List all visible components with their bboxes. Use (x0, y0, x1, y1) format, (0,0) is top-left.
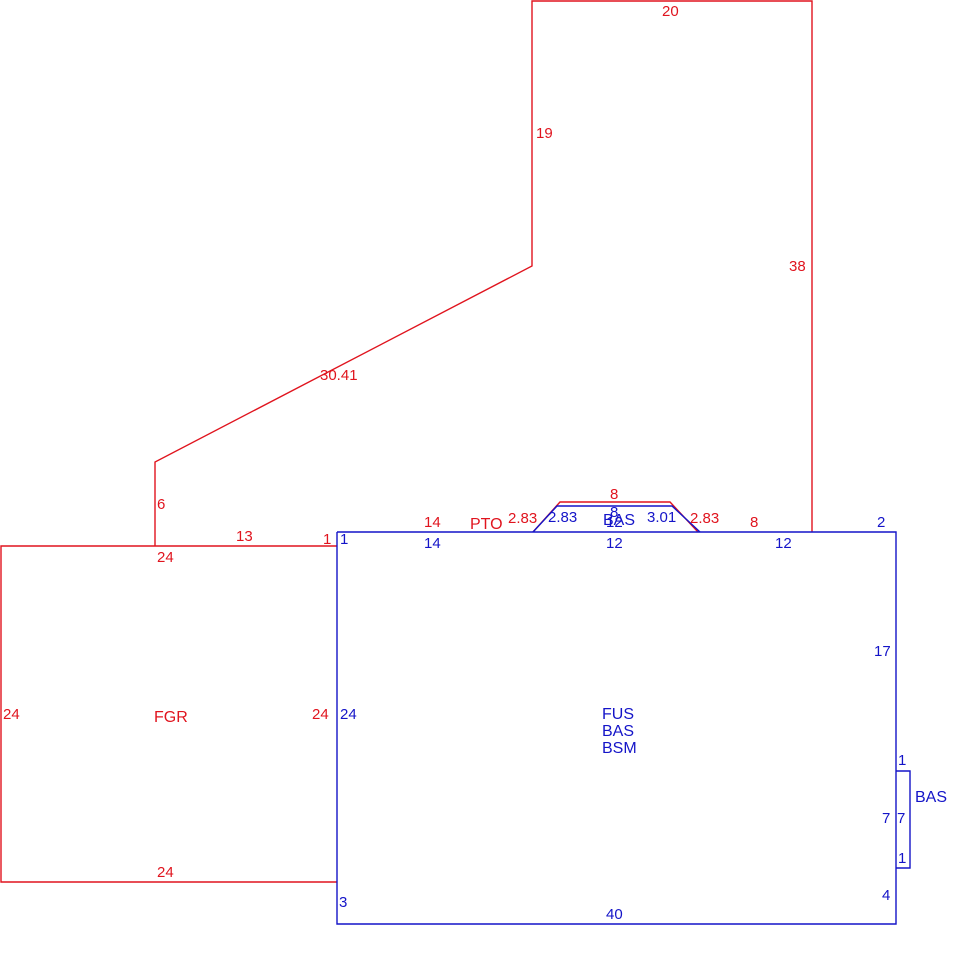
patio-area-label: PTO (470, 516, 503, 533)
side-bump-outline (896, 770, 911, 869)
patio-dim-bottom-step: 1 (323, 531, 331, 548)
patio-dim-bottom-right: 8 (750, 514, 758, 531)
house-dim-corner-top-right: 2 (877, 514, 885, 531)
garage-boundary (0, 545, 337, 883)
garage-dim-left: 24 (3, 706, 20, 723)
house-dim-top-right: 12 (775, 535, 792, 552)
patio-dim-left-stub: 6 (157, 496, 165, 513)
bump-dim-height-right: 7 (897, 810, 905, 827)
bay-dim-top-inner: 12 (606, 514, 623, 531)
patio-dim-top: 20 (662, 3, 679, 20)
bay-window-outline (532, 505, 701, 533)
patio-dim-upper-left: 19 (536, 125, 553, 142)
main-house-boundary (336, 531, 897, 925)
house-dim-left: 24 (340, 706, 357, 723)
patio-dim-bottom-mid: 14 (424, 514, 441, 531)
main-house-outline (336, 531, 897, 925)
bump-area-label: BAS (915, 789, 947, 806)
patio-dim-bay-top: 8 (610, 486, 618, 503)
house-dim-top-left-step: 1 (340, 531, 348, 548)
house-area-label-bsm: BSM (602, 740, 637, 757)
bay-area-label: BAS (603, 512, 635, 529)
house-area-label-fus: FUS (602, 706, 634, 723)
patio-dim-bay-right: 2.83 (690, 510, 719, 527)
house-dim-top-mid: 12 (606, 535, 623, 552)
bay-blue-outline (532, 505, 701, 533)
house-dim-right-bottom-step: 4 (882, 887, 890, 904)
patio-boundary (154, 0, 813, 546)
patio-outline (154, 0, 813, 546)
bay-dim-right: 3.01 (647, 509, 676, 526)
garage-area-label: FGR (154, 709, 188, 726)
patio-dim-bay-left: 2.83 (508, 510, 537, 527)
house-dim-bottom: 40 (606, 906, 623, 923)
bay-dim-left: 2.83 (548, 509, 577, 526)
garage-dim-bottom: 24 (157, 864, 174, 881)
bay-dim-top: 8 (610, 504, 618, 521)
house-area-label-bas: BAS (602, 723, 634, 740)
house-dim-right-upper: 17 (874, 643, 891, 660)
house-dim-left-bottom-step: 3 (339, 894, 347, 911)
garage-dim-top: 24 (157, 549, 174, 566)
house-dim-top-left: 14 (424, 535, 441, 552)
garage-dim-right: 24 (312, 706, 329, 723)
patio-dim-diagonal: 30.41 (320, 367, 358, 384)
patio-dim-right: 38 (789, 258, 806, 275)
bump-dim-top: 1 (898, 752, 906, 769)
garage-outline (0, 545, 337, 883)
bump-dim-height-left: 7 (882, 810, 890, 827)
bump-dim-bottom: 1 (898, 850, 906, 867)
side-bump-boundary (896, 770, 911, 869)
patio-dim-bottom-left: 13 (236, 528, 253, 545)
